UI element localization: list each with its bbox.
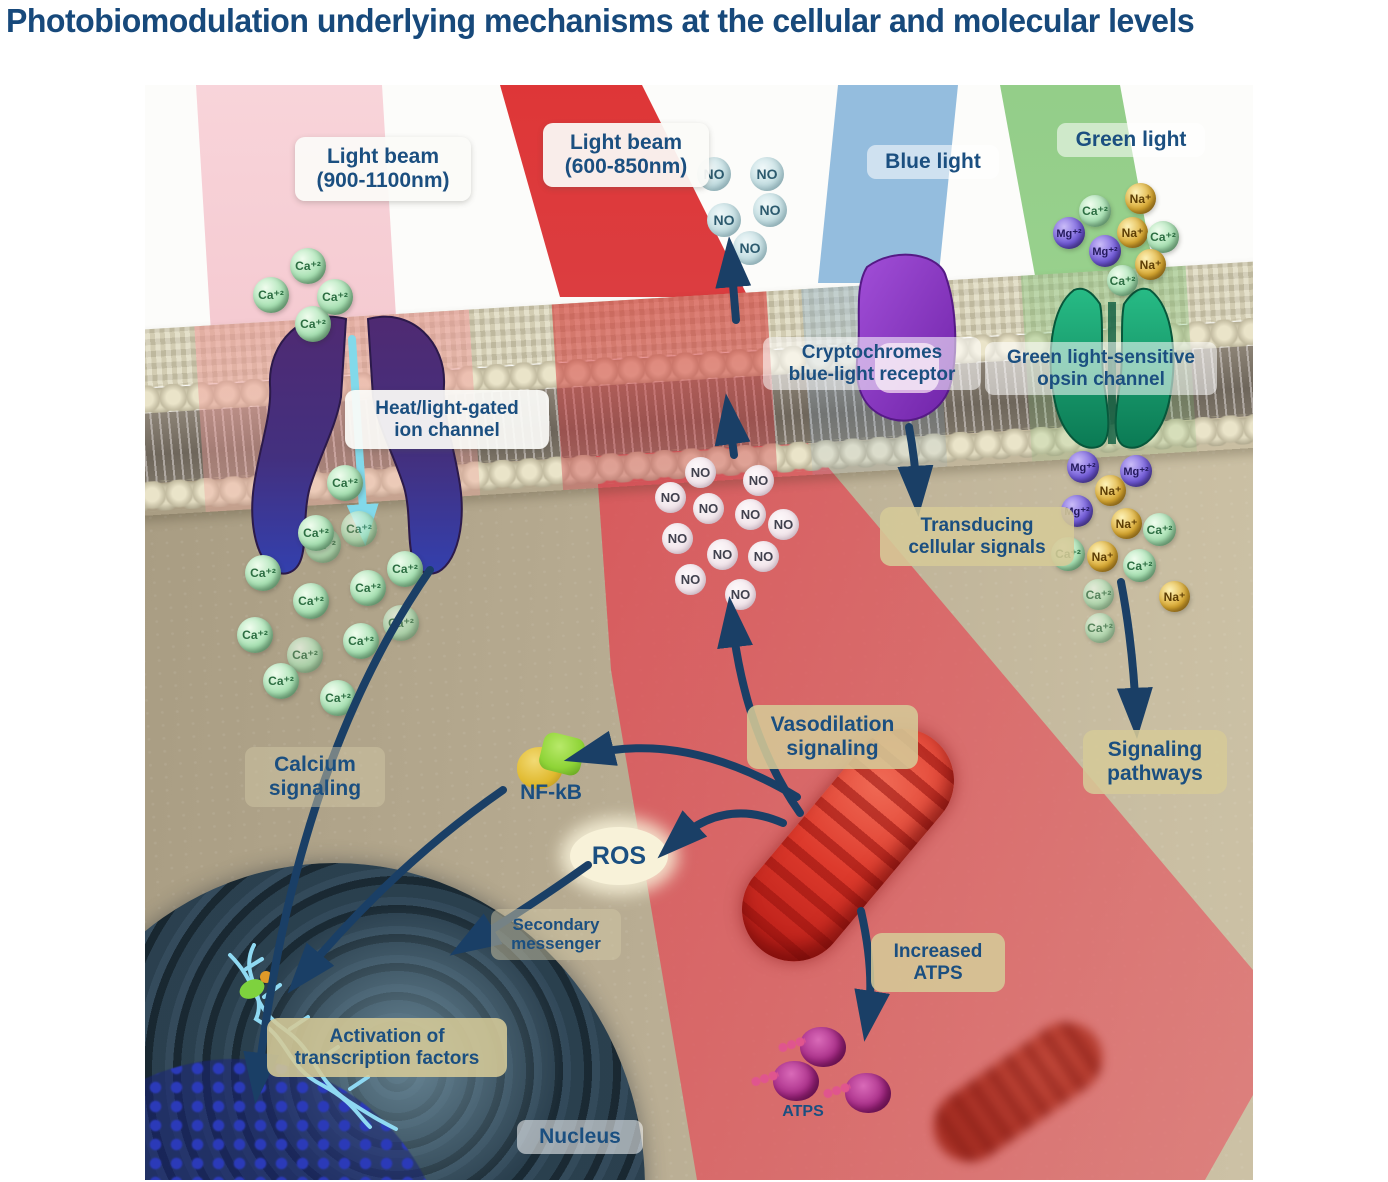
magnesium-ion: Mg⁺² xyxy=(1053,217,1085,249)
sodium-ion: Na⁺ xyxy=(1117,217,1148,248)
calcium-ion: Ca⁺² xyxy=(1143,513,1176,546)
label-atps: ATPS xyxy=(782,1103,824,1120)
atp-synthase-molecule xyxy=(821,1073,891,1113)
sodium-ion: Na⁺ xyxy=(1125,183,1156,214)
calcium-ion: Ca⁺² xyxy=(327,465,363,501)
label-blue-light: Blue light xyxy=(867,145,999,179)
magnesium-ion: Mg⁺² xyxy=(1067,451,1099,483)
calcium-ion: Ca⁺² xyxy=(1079,195,1111,227)
calcium-ion: Ca⁺² xyxy=(237,617,273,653)
ros-label: ROS xyxy=(591,841,647,870)
label-signaling-pathways: Signaling pathways xyxy=(1083,730,1227,794)
label-secondary-messenger: Secondary messenger xyxy=(491,909,621,960)
magnesium-ion: Mg⁺² xyxy=(1120,455,1152,487)
label-nfkb: NF-kB xyxy=(520,781,582,804)
magnesium-ion: Mg⁺² xyxy=(1089,235,1121,267)
label-infrared-beam: Light beam (900-1100nm) xyxy=(295,137,471,201)
calcium-ion: Ca⁺² xyxy=(298,515,334,551)
label-nucleus: Nucleus xyxy=(517,1120,643,1154)
sodium-ion: Na⁺ xyxy=(1111,508,1142,539)
calcium-ion: Ca⁺² xyxy=(1123,549,1156,582)
label-green-light: Green light xyxy=(1057,123,1205,157)
label-activation-transcription: Activation of transcription factors xyxy=(267,1018,507,1078)
nitric-oxide-molecule: NO xyxy=(685,457,716,488)
nitric-oxide-molecule: NO xyxy=(725,579,756,610)
calcium-ion: Ca⁺² xyxy=(387,551,423,587)
calcium-ion: Ca⁺² xyxy=(320,680,356,716)
ros-cloud: ROS xyxy=(570,827,668,885)
page-title: Photobiomodulation underlying mechanisms… xyxy=(6,2,1195,39)
sodium-ion: Na⁺ xyxy=(1087,541,1118,572)
calcium-ion: Ca⁺² xyxy=(290,248,326,284)
calcium-ion: Ca⁺² xyxy=(383,605,419,641)
cell-diagram: ROS Ca⁺² Ca⁺² Ca⁺² Ca⁺² Ca⁺² Ca⁺² Ca⁺² C… xyxy=(145,85,1253,1180)
label-calcium-signaling: Calcium signaling xyxy=(245,747,385,807)
nitric-oxide-molecule: NO xyxy=(675,564,706,595)
sodium-ion: Na⁺ xyxy=(1159,581,1190,612)
nitric-oxide-molecule: NO xyxy=(748,541,779,572)
nitric-oxide-molecule: NO xyxy=(735,499,766,530)
calcium-ion: Ca⁺² xyxy=(343,623,379,659)
nitric-oxide-molecule: NO xyxy=(768,509,799,540)
nitric-oxide-molecule: NO xyxy=(733,231,767,265)
sodium-ion: Na⁺ xyxy=(1135,249,1166,280)
calcium-ion: Ca⁺² xyxy=(253,277,289,313)
calcium-ion: Ca⁺² xyxy=(245,555,281,591)
calcium-ion: Ca⁺² xyxy=(1083,579,1114,610)
calcium-ion: Ca⁺² xyxy=(350,570,386,606)
calcium-ion: Ca⁺² xyxy=(263,663,299,699)
calcium-ion: Ca⁺² xyxy=(317,279,353,315)
label-vasodilation: Vasodilation signaling xyxy=(747,705,918,769)
calcium-ion: Ca⁺² xyxy=(341,511,377,547)
nitric-oxide-molecule: NO xyxy=(743,465,774,496)
label-heat-channel: Heat/light-gated ion channel xyxy=(345,390,549,450)
atp-synthase-molecule xyxy=(776,1027,846,1067)
nitric-oxide-molecule: NO xyxy=(707,203,741,237)
label-opsin: Green light-sensitive opsin channel xyxy=(985,342,1217,396)
atp-synthase-molecule xyxy=(749,1061,819,1101)
calcium-ion: Ca⁺² xyxy=(1107,265,1138,296)
label-increased-atps: Increased ATPS xyxy=(871,933,1005,993)
nitric-oxide-molecule: NO xyxy=(655,482,686,513)
label-transducing: Transducing cellular signals xyxy=(880,507,1074,567)
nitric-oxide-molecule: NO xyxy=(750,157,784,191)
nitric-oxide-molecule: NO xyxy=(753,193,787,227)
label-cryptochrome: Cryptochromes blue-light receptor xyxy=(763,337,981,391)
nitric-oxide-molecule: NO xyxy=(707,539,738,570)
calcium-ion: Ca⁺² xyxy=(293,583,329,619)
sodium-ion: Na⁺ xyxy=(1095,475,1126,506)
calcium-ion: Ca⁺² xyxy=(1085,613,1115,643)
nitric-oxide-molecule: NO xyxy=(662,523,693,554)
label-red-beam: Light beam (600-850nm) xyxy=(543,123,709,187)
nitric-oxide-molecule: NO xyxy=(693,493,724,524)
